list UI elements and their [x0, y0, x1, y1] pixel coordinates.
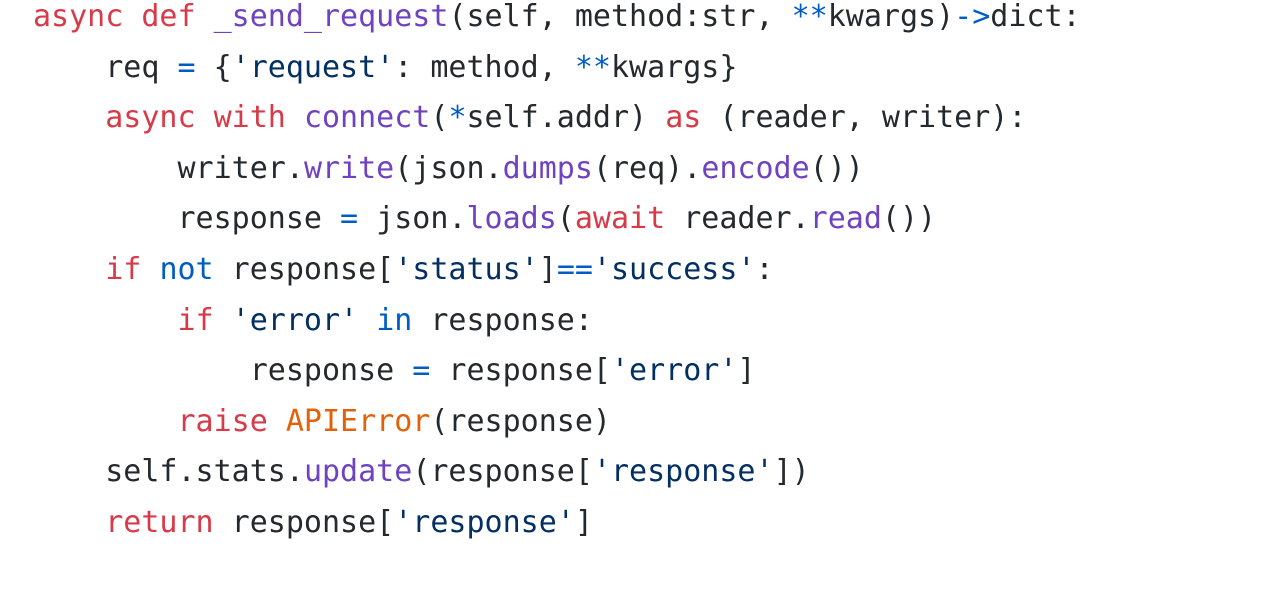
- code-token-txt: (: [430, 100, 449, 136]
- code-token-def: connect: [303, 100, 431, 136]
- code-token-txt: ()): [881, 201, 937, 237]
- code-token-txt: (response): [430, 403, 611, 439]
- code-token-txt: ]: [574, 504, 593, 540]
- code-line: async with connect(*self.addr) as (reade…: [33, 93, 1263, 144]
- code-line: req = {'request': method, **kwargs}: [33, 43, 1263, 94]
- code-token-kw: if: [177, 302, 214, 338]
- code-token-txt: ]: [737, 353, 756, 389]
- code-token-def: encode: [701, 150, 810, 186]
- code-line: response = response['error']: [33, 346, 1263, 397]
- code-token-txt: (: [556, 201, 575, 237]
- code-token-txt: [286, 100, 304, 135]
- code-token-txt: [33, 404, 178, 439]
- code-token-txt: (response[: [412, 454, 593, 490]
- code-line: return response['response']: [33, 498, 1263, 549]
- code-token-txt: [358, 303, 376, 338]
- code-token-txt: [196, 100, 214, 135]
- code-token-def: _send_request: [213, 0, 449, 34]
- code-token-str: 'error': [231, 302, 359, 338]
- code-token-str: 'response': [592, 454, 774, 490]
- code-token-kw: raise: [177, 403, 268, 439]
- code-token-txt: self.stats.: [33, 454, 304, 490]
- code-token-txt: [33, 505, 105, 540]
- code-token-txt: response[: [430, 353, 611, 389]
- code-token-def: loads: [466, 201, 557, 237]
- code-token-txt: response: [33, 353, 413, 389]
- code-token-cls: APIError: [285, 403, 431, 439]
- code-token-txt: ]): [773, 454, 810, 490]
- code-token-def: dumps: [502, 150, 593, 186]
- code-token-txt: response[: [213, 251, 395, 287]
- code-line: writer.write(json.dumps(req).encode()): [33, 144, 1263, 195]
- code-token-txt: reader.: [665, 201, 810, 237]
- code-token-op: not: [159, 251, 214, 287]
- code-token-kw: await: [574, 201, 666, 237]
- code-line: raise APIError(response): [33, 397, 1263, 448]
- code-token-op: =: [177, 49, 196, 85]
- code-token-txt: response:: [412, 302, 593, 338]
- code-token-kw: as: [665, 100, 702, 136]
- code-token-txt: response[: [213, 504, 395, 540]
- code-token-op: =: [412, 353, 431, 389]
- code-token-op: in: [376, 302, 413, 338]
- code-token-kw: async: [105, 100, 196, 136]
- code-token-txt: {: [195, 49, 232, 85]
- code-token-def: read: [809, 201, 882, 237]
- code-token-kw: async: [33, 0, 124, 34]
- code-token-txt: :: [755, 251, 774, 287]
- code-token-txt: (req).: [592, 150, 702, 186]
- code-token-kw: return: [105, 504, 214, 540]
- code-token-op: *: [448, 100, 467, 136]
- code-token-txt: writer.: [33, 150, 304, 186]
- code-block: async def _send_request(self, method:str…: [33, 0, 1263, 549]
- code-token-op: =: [340, 201, 359, 237]
- code-token-str: 'request': [231, 49, 395, 85]
- code-token-txt: req: [33, 49, 178, 85]
- code-token-txt: (json.: [394, 150, 503, 186]
- code-token-txt: [141, 252, 159, 287]
- code-token-txt: [196, 0, 214, 34]
- code-token-def: update: [303, 454, 413, 490]
- code-token-txt: (reader, writer):: [701, 100, 1027, 136]
- code-token-txt: [123, 0, 141, 34]
- code-token-op: **: [791, 0, 828, 34]
- code-token-txt: self.addr): [466, 100, 666, 136]
- code-token-txt: ]: [538, 251, 557, 287]
- code-token-op: ->: [954, 0, 991, 34]
- code-line: if 'error' in response:: [33, 296, 1263, 347]
- code-token-txt: : method,: [394, 49, 575, 85]
- code-token-txt: response: [33, 201, 341, 237]
- code-line: if not response['status']=='success':: [33, 245, 1263, 296]
- code-token-txt: [268, 404, 286, 439]
- code-token-txt: kwargs): [827, 0, 955, 34]
- code-token-txt: [33, 252, 105, 287]
- code-token-txt: [33, 303, 178, 338]
- code-token-txt: ()): [809, 150, 864, 186]
- code-token-str: 'success': [592, 251, 756, 287]
- code-token-txt: [214, 303, 232, 338]
- code-token-txt: json.: [358, 201, 467, 237]
- code-token-op: **: [574, 49, 611, 85]
- code-line: self.stats.update(response['response']): [33, 447, 1263, 498]
- code-line: async def _send_request(self, method:str…: [33, 0, 1263, 43]
- code-line: response = json.loads(await reader.read(…: [33, 194, 1263, 245]
- code-token-txt: kwargs}: [611, 49, 738, 85]
- code-token-str: 'error': [610, 353, 738, 389]
- code-token-str: 'response': [394, 504, 575, 540]
- code-token-kw: def: [141, 0, 196, 34]
- code-token-op: ==: [556, 251, 593, 287]
- code-token-txt: (self, method:str,: [448, 0, 792, 34]
- code-token-txt: [33, 100, 105, 135]
- code-token-kw: if: [105, 251, 142, 287]
- code-token-str: 'status': [394, 251, 539, 287]
- code-token-def: write: [303, 150, 395, 186]
- code-token-txt: dict:: [990, 0, 1081, 34]
- code-token-kw: with: [213, 100, 286, 136]
